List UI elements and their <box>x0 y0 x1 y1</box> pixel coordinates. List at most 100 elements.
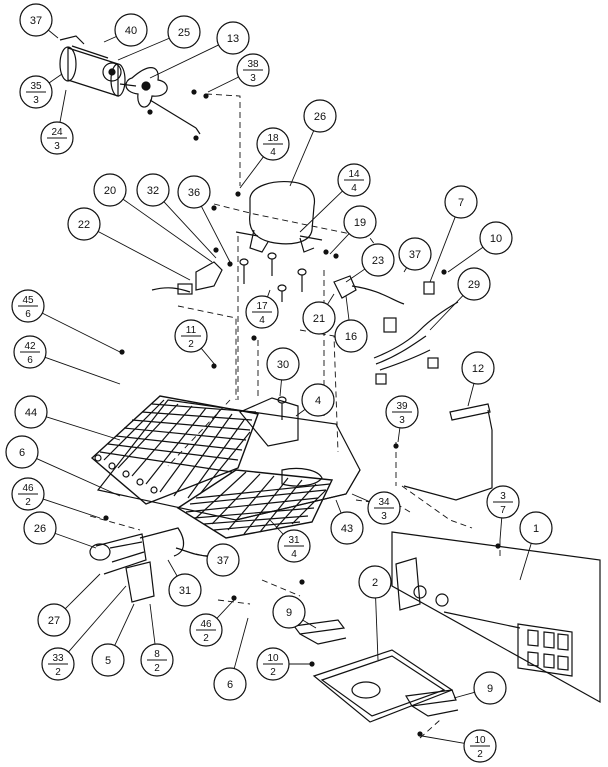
callout-number: 21 <box>313 313 325 325</box>
callout-c19: 19 <box>343 205 377 239</box>
callout-circle <box>91 643 125 677</box>
callout-number: 32 <box>147 185 159 197</box>
callout-circle <box>114 13 148 47</box>
leader-line-c26a <box>289 130 315 187</box>
callout-c9a: 9 <box>272 595 306 629</box>
leader-line-c21 <box>327 293 335 305</box>
leader-line-c42 <box>44 356 121 385</box>
callout-number: 46 <box>200 619 212 630</box>
leader-line-c9b <box>453 691 475 699</box>
callout-circle <box>206 543 240 577</box>
callout-circle <box>519 511 553 545</box>
callout-c36: 36 <box>177 175 211 209</box>
leader-line-c34 <box>351 493 370 502</box>
callout-circle <box>19 3 53 37</box>
callout-number: 10 <box>490 233 502 245</box>
callout-c10: 10 <box>479 221 513 255</box>
callout-c38: 383 <box>236 53 270 87</box>
callout-c5: 5 <box>91 643 125 677</box>
callout-quantity: 3 <box>250 73 256 84</box>
callout-quantity: 3 <box>54 141 60 152</box>
callout-number: 10 <box>474 735 486 746</box>
callout-c4: 4 <box>301 383 335 417</box>
callout-number: 33 <box>52 653 64 664</box>
callout-c8: 82 <box>140 643 174 677</box>
compressor <box>235 181 323 253</box>
leader-line-c4 <box>295 409 306 417</box>
callout-c12: 12 <box>461 351 495 385</box>
leader-line-c11 <box>200 348 217 367</box>
leader-line-c29 <box>429 295 464 331</box>
callout-quantity: 2 <box>154 663 160 674</box>
callout-c29: 29 <box>457 267 491 301</box>
leader-line-c39 <box>397 427 401 443</box>
callout-circle <box>23 511 57 545</box>
leader-line-c2 <box>375 597 379 661</box>
callout-c42: 426 <box>13 335 47 369</box>
leader-line-c9a <box>302 619 317 629</box>
callout-circle <box>479 221 513 255</box>
callout-circle <box>93 173 127 207</box>
callout-c10c: 102 <box>463 729 497 763</box>
relay-bracket <box>151 261 223 295</box>
callout-number: 30 <box>277 359 289 371</box>
fan-bracket <box>147 89 209 141</box>
callout-c10b: 102 <box>256 647 290 681</box>
callout-c40: 40 <box>114 13 148 47</box>
callout-c22: 22 <box>67 207 101 241</box>
callout-number: 25 <box>178 27 190 39</box>
callout-number: 35 <box>30 81 42 92</box>
callout-number: 14 <box>348 169 360 180</box>
callout-c2: 2 <box>358 565 392 599</box>
callout-number: 8 <box>154 649 160 660</box>
callout-c31b: 31 <box>168 573 202 607</box>
callout-c44: 44 <box>14 395 48 429</box>
callout-number: 4 <box>315 395 321 407</box>
callout-c7: 7 <box>444 185 478 219</box>
grille-upper <box>292 619 347 645</box>
callout-circle <box>361 243 395 277</box>
callout-quantity: 4 <box>259 315 265 326</box>
callout-quantity: 2 <box>25 497 31 508</box>
leader-line-c13 <box>149 44 219 79</box>
callout-c6b: 6 <box>213 667 247 701</box>
fan-blade <box>119 67 168 108</box>
callout-c46b: 462 <box>189 613 223 647</box>
callout-c3: 37 <box>486 485 520 519</box>
callout-number: 31 <box>179 585 191 597</box>
callout-number: 29 <box>468 279 480 291</box>
callout-quantity: 2 <box>270 667 276 678</box>
callout-circle <box>343 205 377 239</box>
leader-line-c6b <box>233 617 249 669</box>
callout-quantity: 2 <box>203 633 209 644</box>
callout-quantity: 6 <box>27 355 33 366</box>
callout-number: 42 <box>24 341 36 352</box>
callout-circle <box>168 573 202 607</box>
callout-c37b: 37 <box>398 237 432 271</box>
leader-line-c35 <box>48 73 63 84</box>
callout-c37c: 37 <box>206 543 240 577</box>
leader-line-c30 <box>279 379 282 397</box>
callout-number: 31 <box>288 535 300 546</box>
leader-line-c3 <box>499 517 503 541</box>
callout-number: 10 <box>267 653 279 664</box>
callout-number: 9 <box>286 607 292 619</box>
evaporator-coil <box>90 395 259 505</box>
callout-quantity: 2 <box>55 667 61 678</box>
leader-line-c20 <box>122 198 213 263</box>
callout-circle <box>334 319 368 353</box>
callout-circle <box>330 511 364 545</box>
callout-c27: 27 <box>37 603 71 637</box>
callout-number: 37 <box>217 555 229 567</box>
callout-circle <box>14 395 48 429</box>
callout-c35: 353 <box>19 75 53 109</box>
callout-number: 6 <box>227 679 233 691</box>
callout-circle <box>5 435 39 469</box>
callout-c33: 332 <box>41 647 75 681</box>
callout-number: 23 <box>372 255 384 267</box>
leader-line-c5 <box>114 603 135 646</box>
leader-line-c36 <box>200 206 231 263</box>
callout-number: 37 <box>30 15 42 27</box>
callout-circle <box>457 267 491 301</box>
callout-circle <box>216 21 250 55</box>
